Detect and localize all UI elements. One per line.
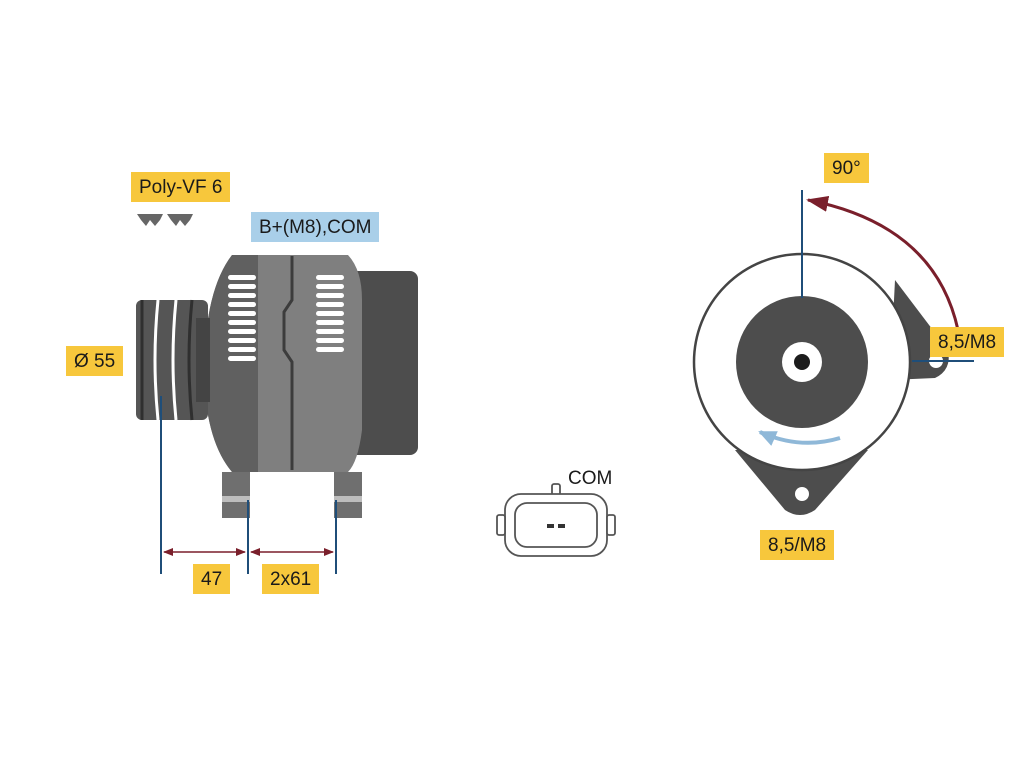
angle-arc <box>806 196 960 331</box>
mount-lug-bottom <box>735 450 868 515</box>
cooling-slots-rear <box>316 275 344 352</box>
housing-split <box>282 256 294 470</box>
belt-groove-icon <box>137 214 193 226</box>
mount-bottom-label: 8,5/M8 <box>760 530 835 560</box>
belt-type-label: Poly-VF 6 <box>131 172 231 202</box>
mount-foot-rear <box>334 472 362 518</box>
terminal-label: B+(M8),COM <box>251 212 380 242</box>
rotation-arrow-icon <box>758 430 841 446</box>
dim-pulley-to-mount-label: 47 <box>193 564 231 594</box>
mount-right-label: 8,5/M8 <box>930 327 1005 357</box>
front-shade <box>204 255 258 472</box>
angle-label: 90° <box>824 153 869 183</box>
dim-mount-spacing-label: 2x61 <box>262 564 320 594</box>
mount-foot-front <box>222 472 250 518</box>
pulley-diameter-label: Ø 55 <box>66 346 124 376</box>
connector-label: COM <box>568 468 613 489</box>
dimension-lines <box>160 396 337 574</box>
pulley <box>136 299 210 421</box>
side-view <box>136 214 418 574</box>
cooling-slots-front <box>228 275 256 361</box>
connector-plug <box>496 483 616 557</box>
